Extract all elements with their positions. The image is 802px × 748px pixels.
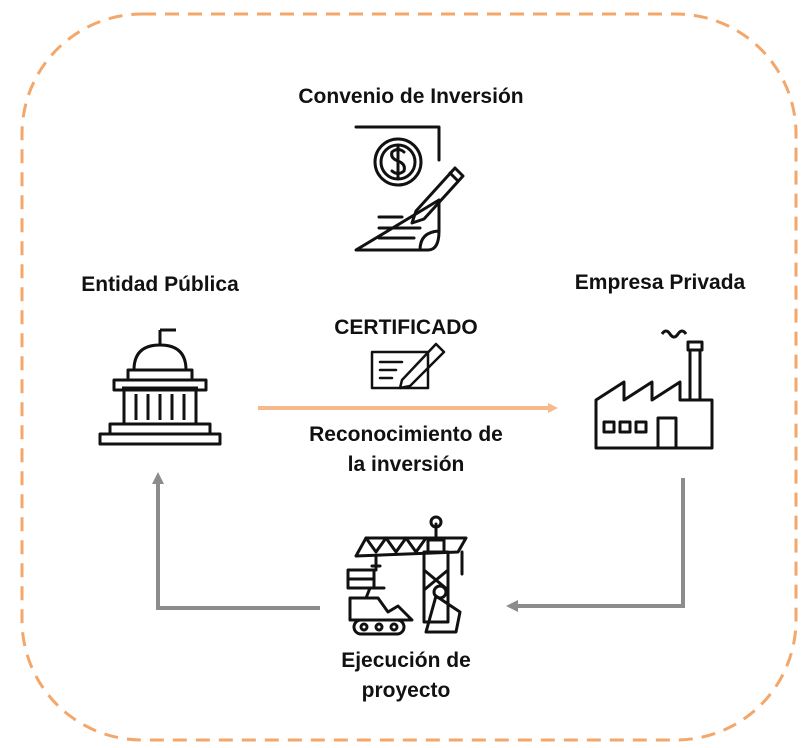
convenio-label: Convenio de Inversión (298, 85, 524, 108)
reconocimiento-line-1: Reconocimiento de (309, 423, 503, 446)
reconocimiento-line-2: la inversión (347, 453, 465, 476)
empresa-label: Empresa Privada (574, 271, 746, 294)
ejecucion-line-2: proyecto (361, 679, 451, 702)
factory-icon (594, 329, 714, 450)
contract-dollar-pen-icon (354, 125, 465, 252)
reconocimiento-label: Reconocimiento de la inversión (256, 420, 556, 480)
entidad-label: Entidad Pública (81, 273, 239, 296)
certificate-signature-icon (370, 342, 446, 390)
government-building-icon (98, 328, 222, 446)
empresa-to-project-arrow (506, 478, 685, 612)
project-to-entidad-arrow (152, 472, 320, 610)
ejecucion-line-1: Ejecución de (341, 649, 471, 672)
construction-crane-excavator-icon (346, 515, 468, 636)
ejecucion-label: Ejecución de proyecto (276, 646, 536, 706)
dashed-border (20, 12, 798, 742)
certificado-label: CERTIFICADO (334, 316, 478, 339)
